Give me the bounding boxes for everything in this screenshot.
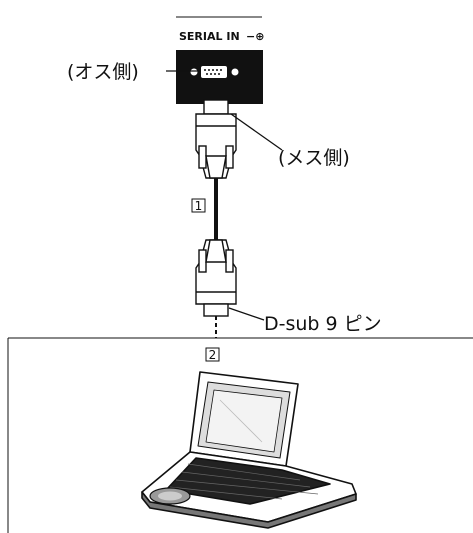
cable-connector-top: [195, 99, 237, 179]
female-side-leader: [230, 113, 283, 151]
cable-connector-bottom: [195, 239, 237, 317]
dsub-label: D-sub 9 ピン: [264, 313, 382, 335]
female-side-label: (メス側): [278, 147, 350, 169]
dsub-leader: [228, 307, 265, 321]
computer-number-callout: 2: [205, 347, 220, 362]
svg-text:1: 1: [195, 199, 203, 213]
display-panel: SERIAL IN −⊕: [176, 16, 264, 104]
cable-number-callout: 1: [191, 198, 206, 213]
laptop-illustration: [141, 371, 357, 529]
computer-area-frame: [7, 337, 473, 533]
male-side-label: (オス側): [67, 61, 139, 83]
svg-text:2: 2: [209, 348, 217, 362]
serial-in-label: SERIAL IN: [179, 30, 240, 43]
panel-serial-port: [190, 66, 239, 78]
serial-in-symbol: −⊕: [246, 30, 264, 43]
